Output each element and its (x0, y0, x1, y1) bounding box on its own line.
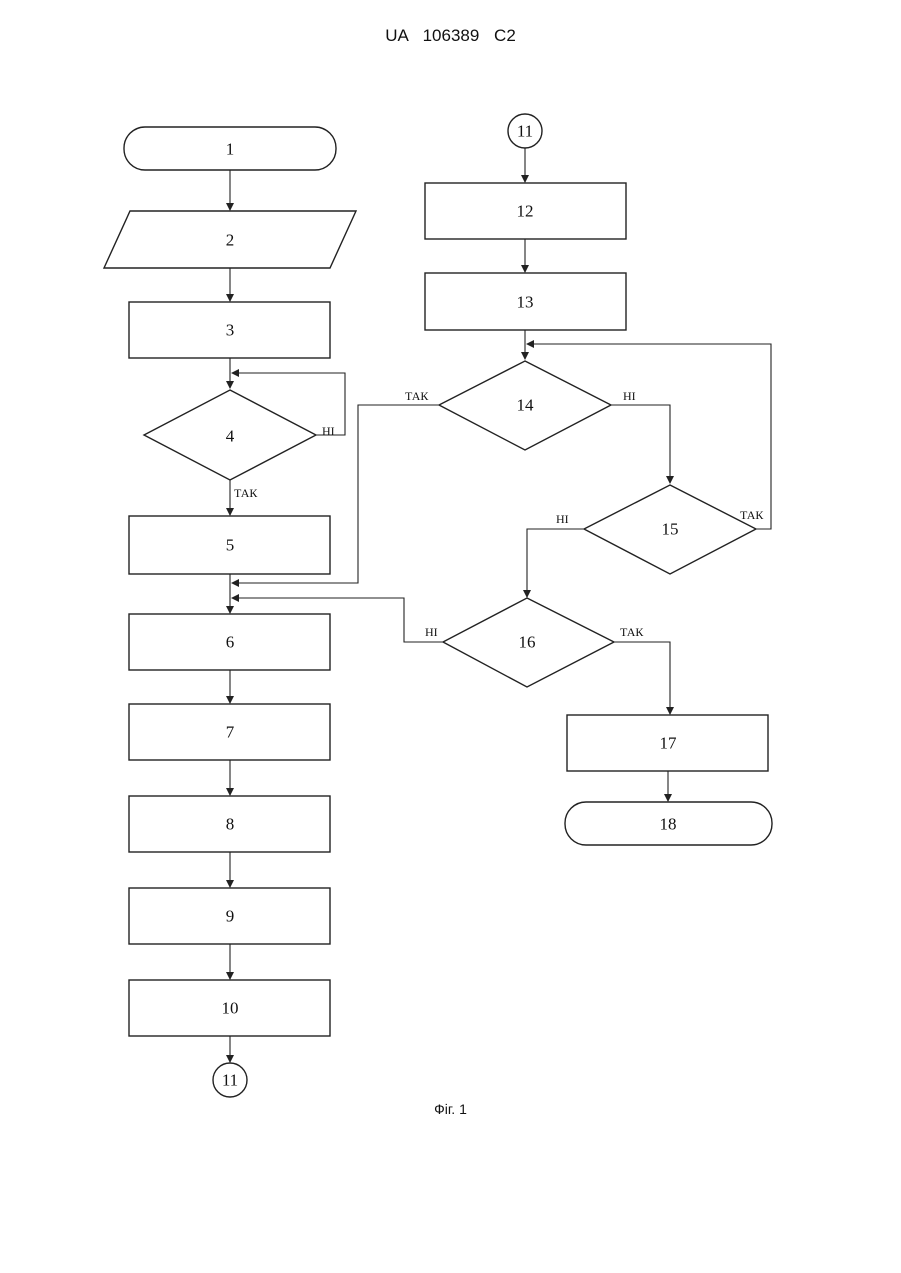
node-13-label: 13 (517, 293, 534, 312)
node-4-no-label: НІ (322, 424, 335, 438)
branch-14-no (611, 405, 670, 483)
node-4-label: 4 (226, 427, 235, 446)
node-15-yes-label: ТАК (740, 508, 764, 522)
node-9-label: 9 (226, 907, 235, 926)
node-5-label: 5 (226, 536, 235, 555)
node-8-label: 8 (226, 815, 235, 834)
node-10-label: 10 (222, 999, 239, 1018)
node-2-label: 2 (226, 231, 235, 250)
node-17-label: 17 (660, 734, 678, 753)
node-12-label: 12 (517, 202, 534, 221)
node-16-yes-label: ТАК (620, 625, 644, 639)
node-16-no-label: НІ (425, 625, 438, 639)
node-14-yes-label: ТАК (405, 389, 429, 403)
node-3-label: 3 (226, 321, 235, 340)
connector-11-out-label: 11 (222, 1071, 238, 1090)
node-16-label: 16 (519, 633, 536, 652)
node-18-label: 18 (660, 815, 677, 834)
node-7-label: 7 (226, 723, 235, 742)
node-6-label: 6 (226, 633, 235, 652)
connector-11-in-label: 11 (517, 122, 533, 141)
branch-16-yes (614, 642, 670, 714)
node-15-no-label: НІ (556, 512, 569, 526)
figure-caption: Фіг. 1 (0, 1101, 901, 1117)
node-15-label: 15 (662, 520, 679, 539)
node-14-label: 14 (517, 396, 535, 415)
node-14-no-label: НІ (623, 389, 636, 403)
node-4-yes-label: ТАК (234, 486, 258, 500)
branch-15-no (527, 529, 584, 597)
node-1-label: 1 (226, 140, 235, 159)
